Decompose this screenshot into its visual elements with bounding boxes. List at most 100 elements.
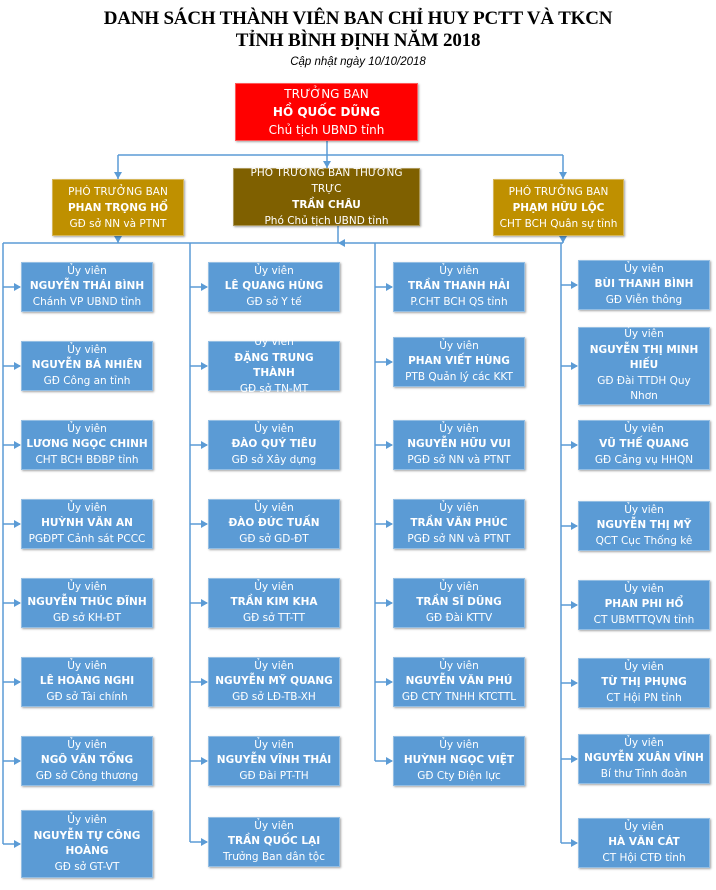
member-position: GĐ sở TT-TT — [243, 611, 305, 624]
member-position: GĐ sở Y tế — [246, 295, 302, 308]
member-role: Ủy viên — [624, 660, 664, 673]
member-position: GĐ Đài KTTV — [425, 611, 493, 624]
member-position: CT Hội CTĐ tỉnh — [602, 851, 686, 864]
arrow-right-icon — [386, 283, 393, 291]
member-role: Ủy viên — [439, 501, 479, 514]
member-box[interactable]: Ủy viên TỪ THỊ PHỤNG CT Hội PN tỉnh — [578, 658, 710, 708]
member-name: TỪ THỊ PHỤNG — [601, 676, 687, 689]
deputy-standing-box[interactable]: PHÓ TRƯỞNG BAN THƯỜNG TRỰC TRẦN CHÂU Phó… — [233, 167, 420, 227]
member-role: Ủy viên — [439, 339, 479, 352]
arrow-right-icon — [201, 520, 208, 528]
member-position: GĐ Đài PT-TH — [239, 769, 309, 782]
deputy-box-3[interactable]: PHÓ TRƯỞNG BAN PHẠM HỮU LỘC CHT BCH Quân… — [493, 179, 624, 236]
arrow-right-icon — [571, 362, 578, 370]
member-name: NGUYỄN VĨNH THÁI — [216, 754, 332, 767]
member-role: Ủy viên — [254, 659, 294, 672]
arrow-down-icon — [559, 236, 567, 243]
arrow-right-icon — [571, 522, 578, 530]
member-position: GĐ sở Tài chính — [46, 690, 128, 703]
member-role: Ủy viên — [624, 736, 664, 749]
member-position: CT Hội PN tỉnh — [606, 691, 682, 704]
arrow-right-icon — [14, 441, 21, 449]
member-position: CHT BCH BĐBP tỉnh — [35, 453, 139, 466]
member-name: ĐÀO QUÝ TIÊU — [231, 438, 317, 451]
member-position: GĐ sở KH-ĐT — [53, 611, 121, 624]
member-position: GĐ sở Xây dựng — [231, 453, 317, 466]
page-title: DANH SÁCH THÀNH VIÊN BAN CHỈ HUY PCTT VÀ… — [103, 8, 613, 29]
member-role: Ủy viên — [67, 659, 107, 672]
chief-box[interactable]: TRƯỞNG BAN HỒ QUỐC DŨNG Chủ tịch UBND tỉ… — [235, 83, 418, 141]
member-name: TRẦN KIM KHA — [230, 596, 318, 609]
member-role: Ủy viên — [439, 422, 479, 435]
member-name: HUỲNH NGỌC VIỆT — [403, 754, 515, 767]
arrow-right-icon — [14, 678, 21, 686]
deputy-box-1[interactable]: PHÓ TRƯỞNG BAN PHAN TRỌNG HỔ GĐ sở NN và… — [52, 179, 184, 236]
arrow-right-icon — [201, 441, 208, 449]
arrow-right-icon — [201, 757, 208, 765]
member-role: Ủy viên — [254, 580, 294, 593]
member-role: Ủy viên — [254, 422, 294, 435]
member-position: GĐ sở GT-VT — [54, 860, 120, 873]
arrow-right-icon — [201, 838, 208, 846]
member-name: TRẦN THANH HẢI — [408, 280, 510, 293]
member-role: Ủy viên — [254, 336, 294, 348]
member-position: GĐ Đài TTDH Quy Nhơn — [597, 374, 691, 403]
member-role: Ủy viên — [67, 814, 107, 826]
arrow-down-icon — [114, 172, 122, 179]
member-position: GĐ sở LĐ-TB-XH — [232, 690, 316, 703]
member-position: Bí thư Tỉnh đoàn — [600, 767, 688, 780]
member-position: GĐ Viễn thông — [605, 293, 683, 306]
arrow-right-icon — [201, 362, 208, 370]
member-name: BÙI THANH BÌNH — [594, 278, 694, 291]
member-box[interactable]: Ủy viên LÊ HOÀNG NGHI GĐ sở Tài chính — [21, 657, 153, 707]
member-position: GĐ Công an tỉnh — [43, 374, 131, 387]
member-position: PGĐPT Cảnh sát PCCC — [28, 532, 146, 545]
page-title-line2: TỈNH BÌNH ĐỊNH NĂM 2018 — [235, 30, 481, 51]
chief-position: Chủ tịch UBND tỉnh — [268, 123, 385, 137]
arrow-right-icon — [14, 757, 21, 765]
member-name: NGÔ VĂN TỔNG — [40, 754, 134, 767]
arrow-right-icon — [14, 520, 21, 528]
member-position: GĐ sở TN-MT — [239, 382, 309, 395]
member-name: NGUYỄN THỊ MỸ — [596, 519, 692, 532]
member-name: LÊ HOÀNG NGHI — [39, 675, 135, 688]
member-role: Ủy viên — [439, 580, 479, 593]
member-role: Ủy viên — [67, 501, 107, 514]
member-name: ĐÀO ĐỨC TUẤN — [228, 517, 320, 530]
member-role: Ủy viên — [67, 738, 107, 751]
arrow-right-icon — [386, 757, 393, 765]
arrow-right-icon — [386, 441, 393, 449]
member-position: GĐ sở GD-ĐT — [239, 532, 309, 545]
arrow-right-icon — [386, 358, 393, 366]
member-role: Ủy viên — [254, 819, 294, 832]
